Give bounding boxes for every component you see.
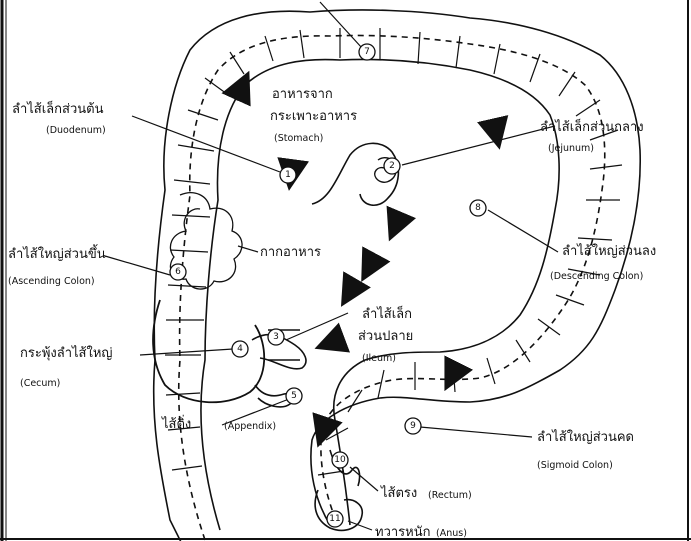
marker-label-5: 5 xyxy=(291,391,297,401)
leader-sigmoid xyxy=(420,427,532,437)
marker-label-9: 9 xyxy=(410,421,416,431)
rectum-english-label: (Rectum) xyxy=(428,490,472,501)
ileum-thai-label-1: ลำไส้เล็ก xyxy=(362,304,412,322)
anus-thai-label: ทวารหนัก xyxy=(375,525,430,540)
arrow-ileum-2 xyxy=(345,288,352,300)
appendix-thai-label: ไส้ติ่ง xyxy=(161,415,191,432)
anus-english-label: (Anus) xyxy=(436,528,467,539)
sigmoid-thai-label: ลำไส้ใหญ่ส่วนคด xyxy=(537,429,634,445)
duodenum-thai-label: ลำไส้เล็กส่วนต้น xyxy=(12,99,104,117)
arrow-to-cecum xyxy=(322,340,338,346)
sigmoid-english-label: (Sigmoid Colon) xyxy=(537,460,613,471)
leader-top xyxy=(320,2,362,48)
marker-label-6: 6 xyxy=(175,267,181,277)
appendix-english-label: (Appendix) xyxy=(224,421,276,432)
marker-label-3: 3 xyxy=(273,332,279,342)
arrow-descending-down xyxy=(493,120,498,142)
ileum-english-label: (Ileum) xyxy=(362,353,396,364)
ascending-english-label: (Ascending Colon) xyxy=(8,276,95,287)
descending-thai-label: ลำไส้ใหญ่ส่วนลง xyxy=(562,243,656,259)
leader-rectum xyxy=(350,467,378,491)
marker-label-10: 10 xyxy=(334,455,346,465)
stomach-english-label: (Stomach) xyxy=(274,133,323,144)
descending-english-label: (Descending Colon) xyxy=(550,271,643,282)
leader-ileum xyxy=(286,313,348,340)
marker-label-11: 11 xyxy=(329,514,340,524)
cecum-thai-label: กระพุ้งลำไส้ใหญ่ xyxy=(20,345,113,361)
leader-jejunum xyxy=(402,126,555,165)
jejunum-english-label: (Jejunum) xyxy=(548,143,594,154)
arrow-jejunum xyxy=(392,215,400,234)
marker-label-7: 7 xyxy=(364,47,370,57)
stomach-thai-label-2: กระเพาะอาหาร xyxy=(270,109,357,124)
ileum-thai-label-2: ส่วนปลาย xyxy=(358,329,413,344)
colon-inner-contour xyxy=(201,59,559,530)
ascending-thai-label: ลำไส้ใหญ่ส่วนขึ้น xyxy=(8,244,106,262)
marker-label-1: 1 xyxy=(285,170,291,180)
haustra xyxy=(165,28,622,475)
duodenum-loop xyxy=(312,143,398,205)
stomach-thai-label-1: อาหารจาก xyxy=(272,87,333,102)
jejunum-thai-label: ลำไส้เล็กส่วนกลาง xyxy=(540,117,644,135)
marker-label-8: 8 xyxy=(475,203,481,213)
leader-duodenum xyxy=(132,116,280,172)
leader-ascending xyxy=(105,256,170,275)
duodenum-english-label: (Duodenum) xyxy=(46,125,106,136)
arrow-ascending-up xyxy=(236,78,246,100)
cecum-english-label: (Cecum) xyxy=(20,378,60,389)
marker-label-4: 4 xyxy=(237,344,243,354)
leader-descending xyxy=(488,210,558,252)
arrow-ileum-1 xyxy=(365,262,372,275)
marker-label-2: 2 xyxy=(389,161,395,171)
rectum-thai-label: ไส้ตรง xyxy=(380,485,417,501)
chyme-thai-label: กากอาหาร xyxy=(260,245,321,260)
